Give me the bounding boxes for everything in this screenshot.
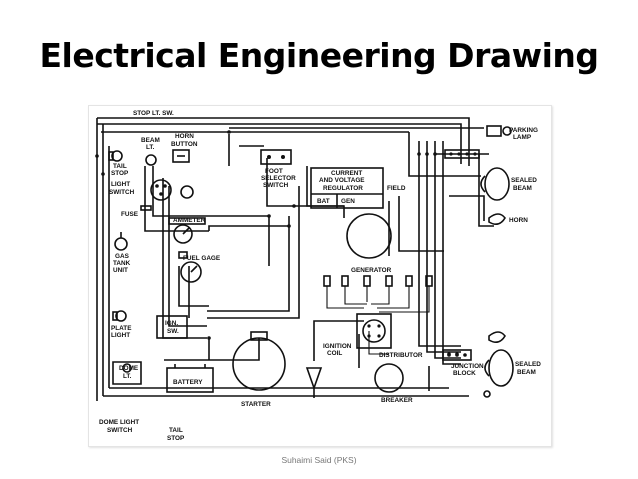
label-ignition-coil: IGNITION (323, 343, 352, 350)
label-parking-lamp-2: LAMP (513, 134, 532, 141)
label-sealed-beam-bottom-2: BEAM (517, 369, 536, 376)
diagram-labels: STOP LT. SW. TAIL STOP BEAM LT. HORN BUT… (99, 110, 541, 442)
label-light-switch-2: SWITCH (109, 189, 135, 196)
slide-title: Electrical Engineering Drawing (39, 36, 599, 75)
label-ign-sw-2: SW. (167, 328, 179, 335)
label-fuse: FUSE (121, 211, 139, 218)
label-foot-selector: FOOT (265, 168, 283, 175)
label-regulator-2: AND VOLTAGE (319, 177, 365, 184)
label-stop-lt-sw: STOP LT. SW. (133, 110, 174, 117)
label-gen: GEN (341, 198, 355, 205)
foot-selector-switch (260, 149, 292, 165)
label-dome-lt-2: LT. (123, 373, 132, 380)
wiring-diagram: STOP LT. SW. TAIL STOP BEAM LT. HORN BUT… (88, 105, 552, 447)
dome-light (112, 361, 142, 385)
label-gas-tank-2: TANK (113, 260, 131, 267)
label-dome-lt: DOME (119, 365, 139, 372)
wiring-harness (96, 117, 494, 401)
wiring-diagram-svg: STOP LT. SW. TAIL STOP BEAM LT. HORN BUT… (95, 110, 541, 442)
label-bat: BAT (317, 198, 330, 205)
label-sealed-beam-top: SEALED (511, 177, 537, 184)
label-ignition-coil-2: COIL (327, 350, 342, 357)
starter-motor (232, 331, 286, 391)
horn (488, 213, 506, 226)
label-field: FIELD (387, 185, 406, 192)
label-regulator: CURRENT (331, 170, 362, 177)
label-horn-button-2: BUTTON (171, 141, 198, 148)
distributor (356, 313, 392, 349)
label-beam-lt: BEAM (141, 137, 160, 144)
label-tail-stop-top: TAIL (113, 163, 127, 170)
label-distributor: DISTRIBUTOR (379, 352, 423, 359)
label-gas-tank: GAS (115, 253, 130, 260)
label-tail-stop-bottom: TAIL (169, 427, 183, 434)
sealed-beam-headlamp-top (480, 167, 510, 201)
spark-plugs (323, 275, 433, 287)
light-switch (150, 179, 194, 201)
breaker (374, 363, 404, 393)
ignition-coil (305, 367, 323, 398)
label-foot-selector-3: SWITCH (263, 182, 289, 189)
current-voltage-regulator (310, 167, 384, 209)
ignition-switch (156, 315, 188, 339)
fuse (140, 205, 152, 211)
ammeter (168, 217, 206, 244)
horn-button (172, 149, 190, 163)
label-dome-light-switch: DOME LIGHT (99, 419, 139, 426)
gas-tank-unit (114, 232, 128, 251)
label-fuel-gage: FUEL GAGE (183, 255, 221, 262)
front-terminal-block (444, 149, 480, 159)
label-sealed-beam-top-2: BEAM (513, 185, 532, 192)
plate-light (112, 310, 127, 322)
slide-footer: Suhaimi Said (PKS) (281, 455, 357, 465)
label-dome-light-switch-2: SWITCH (107, 427, 133, 434)
sealed-beam-headlamp-bottom (483, 331, 514, 398)
label-ign-sw: IGN. (165, 320, 178, 327)
label-sealed-beam-bottom: SEALED (515, 361, 541, 368)
tail-stop-lamp-top (108, 150, 123, 162)
label-foot-selector-2: SELECTOR (261, 175, 296, 182)
label-tail-stop-bottom-2: STOP (167, 435, 185, 442)
label-light-switch: LIGHT (111, 181, 130, 188)
label-horn-button: HORN (175, 133, 194, 140)
generator (346, 213, 392, 259)
label-starter: STARTER (241, 401, 271, 408)
label-plate-light-2: LIGHT (111, 332, 130, 339)
label-horn: HORN (509, 217, 528, 224)
label-junction-block: JUNCTION (451, 363, 484, 370)
label-junction-block-2: BLOCK (453, 370, 476, 377)
label-plate-light: PLATE (111, 325, 132, 332)
label-beam-lt-2: LT. (146, 144, 155, 151)
label-breaker: BREAKER (381, 397, 413, 404)
battery (166, 364, 214, 393)
label-gas-tank-3: UNIT (113, 267, 128, 274)
label-tail-stop-top-2: STOP (111, 170, 129, 177)
label-generator: GENERATOR (351, 267, 392, 274)
label-regulator-3: REGULATOR (323, 185, 363, 192)
label-ammeter: AMMETER (173, 217, 206, 224)
junction-block (442, 349, 472, 361)
parking-lamp (486, 125, 512, 137)
label-battery: BATTERY (173, 379, 203, 386)
fuel-gage (178, 251, 202, 283)
beam-indicator-lamp (145, 154, 157, 166)
label-parking-lamp: PARKING (509, 127, 538, 134)
